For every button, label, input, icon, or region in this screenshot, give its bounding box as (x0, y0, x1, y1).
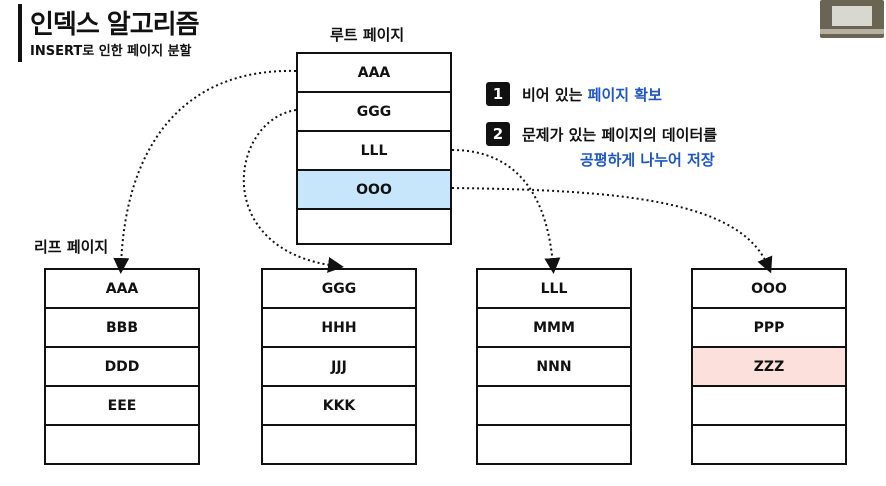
leaf-page-3: LLL MMM NNN (476, 268, 632, 465)
leaf-cell-new: ZZZ (693, 348, 845, 387)
step-2-text: 문제가 있는 페이지의 데이터를 (522, 126, 718, 144)
leaf-cell: PPP (693, 309, 845, 348)
arrow-ooo (451, 187, 773, 274)
page-subtitle: INSERT로 인한 페이지 분할 (30, 44, 192, 59)
root-cell-aaa: AAA (298, 54, 450, 93)
root-cell-ooo: OOO (298, 171, 450, 210)
root-cell-lll: LLL (298, 132, 450, 171)
leaf-cell: GGG (263, 270, 415, 309)
leaf-cell: NNN (478, 348, 630, 387)
leaf-cell: MMM (478, 309, 630, 348)
leaf-cell: EEE (46, 387, 198, 426)
step-2-badge: 2 (486, 122, 510, 146)
step-1-badge: 1 (486, 82, 510, 106)
leaf-cell: JJJ (263, 348, 415, 387)
leaf-page-label: 리프 페이지 (34, 238, 109, 256)
step-1-text-highlight: 페이지 확보 (587, 86, 662, 104)
arrow-aaa (113, 69, 297, 274)
leaf-cell: OOO (693, 270, 845, 309)
leaf-cell: LLL (478, 270, 630, 309)
root-page-label: 루트 페이지 (330, 26, 405, 44)
root-page: AAA GGG LLL OOO (296, 52, 452, 245)
leaf-cell: DDD (46, 348, 198, 387)
webcam-thumbnail (820, 0, 884, 38)
leaf-cell-empty (478, 387, 630, 426)
leaf-cell: AAA (46, 270, 198, 309)
leaf-cell: BBB (46, 309, 198, 348)
page-title: 인덱스 알고리즘 (30, 10, 199, 40)
leaf-cell-empty (693, 387, 845, 426)
root-cell-ggg: GGG (298, 93, 450, 132)
leaf-page-1: AAA BBB DDD EEE (44, 268, 200, 465)
leaf-page-4: OOO PPP ZZZ (691, 268, 847, 465)
leaf-cell: HHH (263, 309, 415, 348)
step-2-text-highlight: 공평하게 나누어 저장 (580, 151, 715, 169)
arrow-ggg (242, 109, 344, 273)
title-accent-bar (18, 4, 22, 62)
step-1-text-plain: 비어 있는 (522, 86, 588, 104)
step-1-text: 비어 있는 페이지 확보 (522, 84, 662, 105)
leaf-page-2: GGG HHH JJJ KKK (261, 268, 417, 465)
leaf-cell: KKK (263, 387, 415, 426)
arrow-lll (451, 149, 561, 274)
